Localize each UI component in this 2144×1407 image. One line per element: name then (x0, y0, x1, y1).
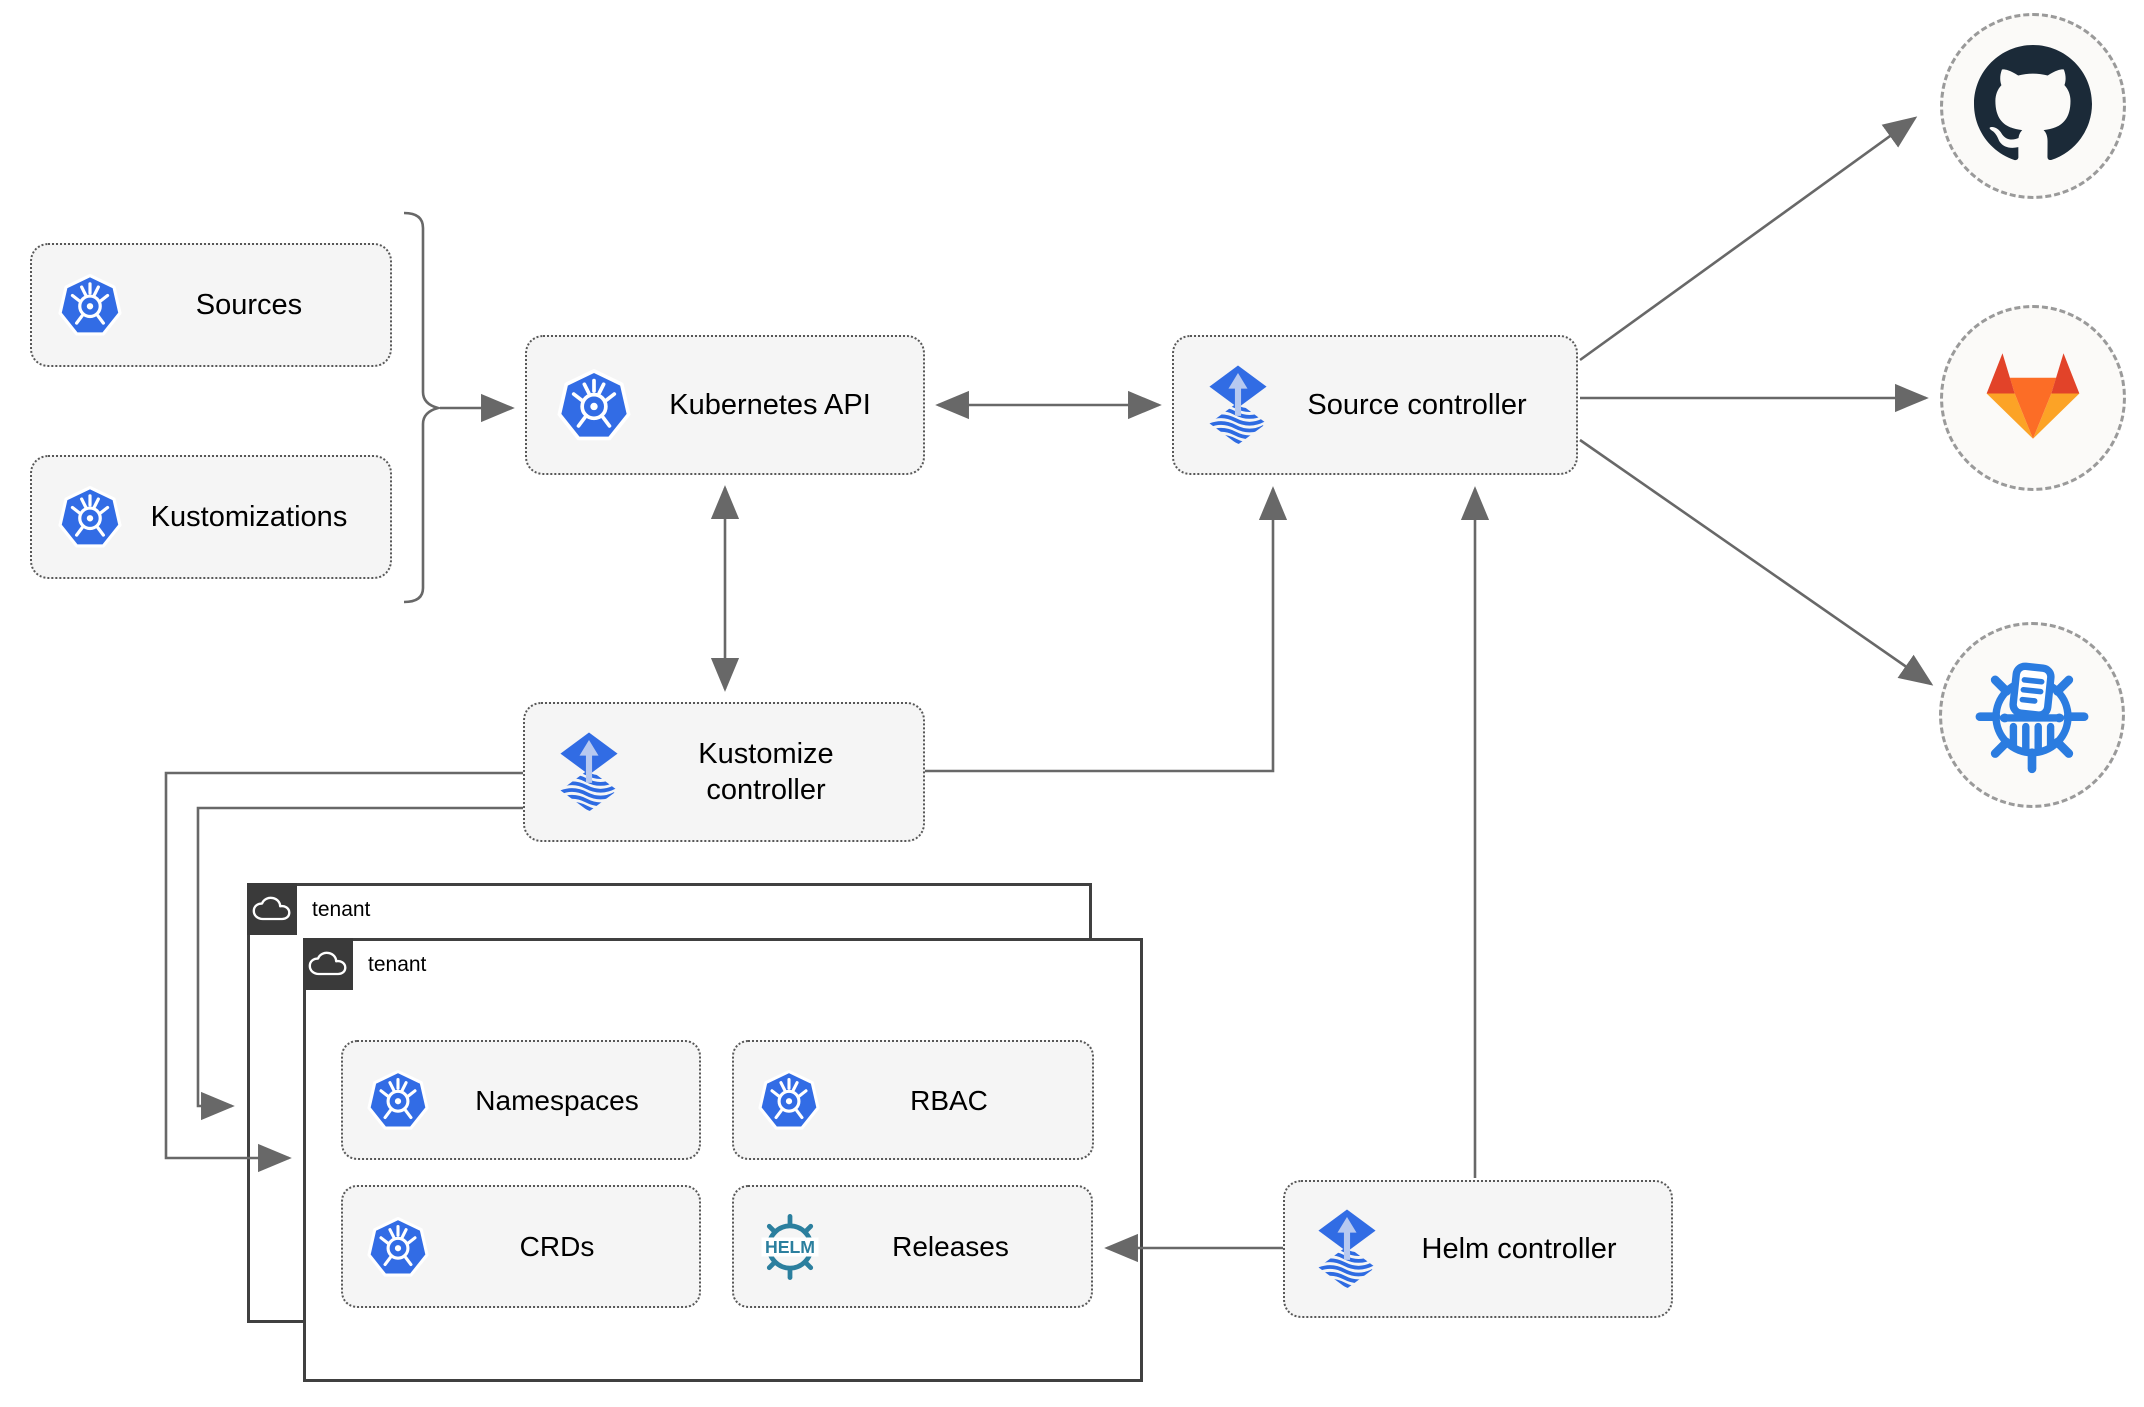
kubernetes-icon (343, 1069, 429, 1131)
kubernetes-icon (32, 273, 122, 337)
cloud-icon (303, 938, 353, 990)
flux-icon (525, 719, 623, 825)
crds-label: CRDs (519, 1231, 595, 1262)
source-controller-label: Source controller (1307, 388, 1527, 421)
helm-controller-box: Helm controller (1283, 1180, 1673, 1318)
kubernetes-icon (734, 1069, 820, 1131)
kustomize-controller-label: Kustomize controller (698, 737, 834, 806)
group-brace (403, 211, 444, 604)
namespaces-box: Namespaces (341, 1040, 701, 1160)
sources-label: Sources (195, 288, 303, 321)
kubernetes-icon (527, 368, 631, 442)
tenant-inner-label: tenant (368, 953, 427, 976)
edge-sourcectrl-github (1579, 116, 1918, 362)
flux-icon (1285, 1196, 1381, 1302)
kubernetes-api-box: Kubernetes API (525, 335, 925, 475)
crds-box: CRDs (341, 1185, 701, 1308)
tenant-inner-box: tenant (303, 938, 1143, 1382)
helm-icon-text: HELM (765, 1237, 815, 1257)
chartmuseum-circle (1939, 622, 2125, 808)
github-icon (1974, 44, 2092, 168)
tenant-outer-label: tenant (312, 898, 371, 921)
flux-icon (1174, 352, 1272, 458)
edge-sourcectrl-chartmuseum (1579, 438, 1934, 686)
helm-icon: HELM (734, 1213, 824, 1281)
kubernetes-icon (32, 485, 122, 549)
namespaces-label: Namespaces (475, 1084, 639, 1116)
sources-box: Sources (30, 243, 392, 367)
edge-kustomizectrl-sourcectrl (925, 486, 1288, 773)
rbac-box: RBAC (732, 1040, 1094, 1160)
rbac-label: RBAC (910, 1084, 988, 1116)
releases-label: Releases (892, 1231, 1009, 1262)
github-circle (1940, 13, 2126, 199)
source-controller-box: Source controller (1172, 335, 1578, 475)
cloud-icon (247, 883, 297, 935)
kustomizations-box: Kustomizations (30, 455, 392, 579)
gitlab-circle (1940, 305, 2126, 491)
kubernetes-icon (343, 1216, 429, 1278)
kustomizations-label: Kustomizations (150, 500, 348, 533)
chartmuseum-icon (1970, 651, 2094, 780)
gitlab-icon (1972, 341, 2094, 456)
kustomize-controller-box: Kustomize controller (523, 702, 925, 842)
releases-box: HELM Releases (732, 1185, 1093, 1308)
helm-controller-label: Helm controller (1421, 1232, 1617, 1265)
kubernetes-api-label: Kubernetes API (669, 388, 871, 421)
